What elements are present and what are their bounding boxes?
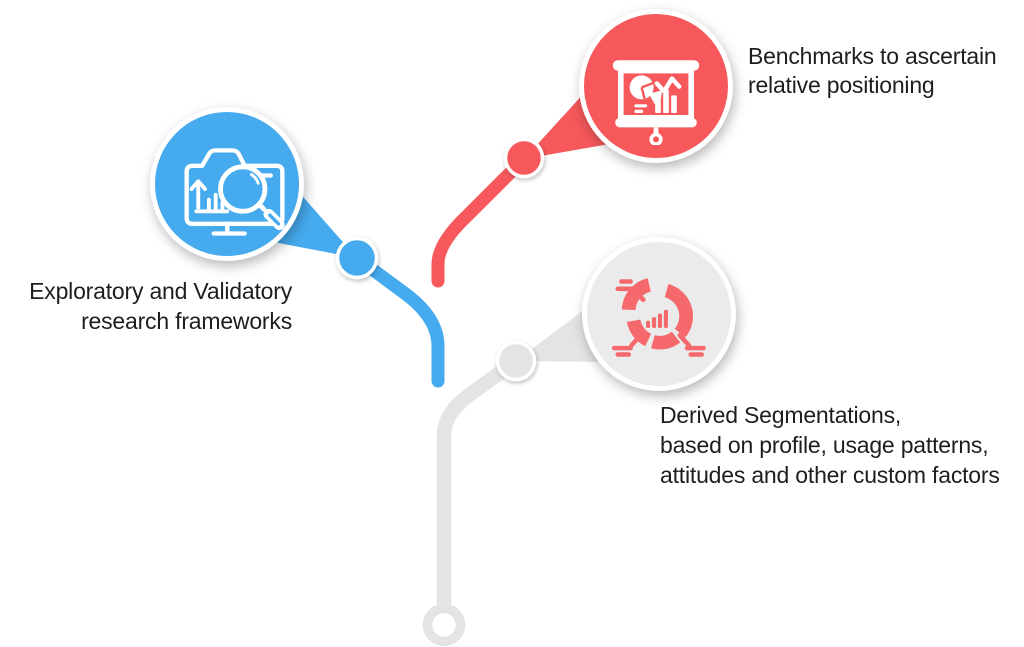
gray-joint-dot xyxy=(495,340,537,382)
label-line: attitudes and other custom factors xyxy=(660,462,1000,488)
blue-joint-dot xyxy=(335,236,379,280)
node-exploratory-circle[interactable] xyxy=(150,107,304,261)
label-line: based on profile, usage patterns, xyxy=(660,432,989,458)
label-segmentations: Derived Segmentations, based on profile,… xyxy=(660,400,1000,490)
red-connector-line xyxy=(431,152,531,288)
label-line: research frameworks xyxy=(81,308,292,334)
label-benchmarks: Benchmarks to ascertain relative positio… xyxy=(748,42,997,100)
label-line: Benchmarks to ascertain xyxy=(748,43,997,69)
label-exploratory: Exploratory and Validatory research fram… xyxy=(0,276,292,336)
node-segmentations-circle[interactable] xyxy=(582,237,736,391)
trunk-end-ring xyxy=(422,603,466,647)
red-joint-dot xyxy=(503,137,545,179)
gray-connector-line xyxy=(436,353,524,611)
blue-connector-line xyxy=(350,251,445,388)
presentation-board-charts-icon xyxy=(612,60,700,145)
gray-branch xyxy=(422,306,608,647)
node-benchmarks-circle[interactable] xyxy=(579,9,733,163)
label-line: Derived Segmentations, xyxy=(660,402,902,428)
label-line: Exploratory and Validatory xyxy=(29,278,292,304)
segmented-donut-chart-icon xyxy=(611,278,706,357)
label-line: relative positioning xyxy=(748,72,935,98)
folder-chart-magnifier-icon xyxy=(184,148,285,236)
